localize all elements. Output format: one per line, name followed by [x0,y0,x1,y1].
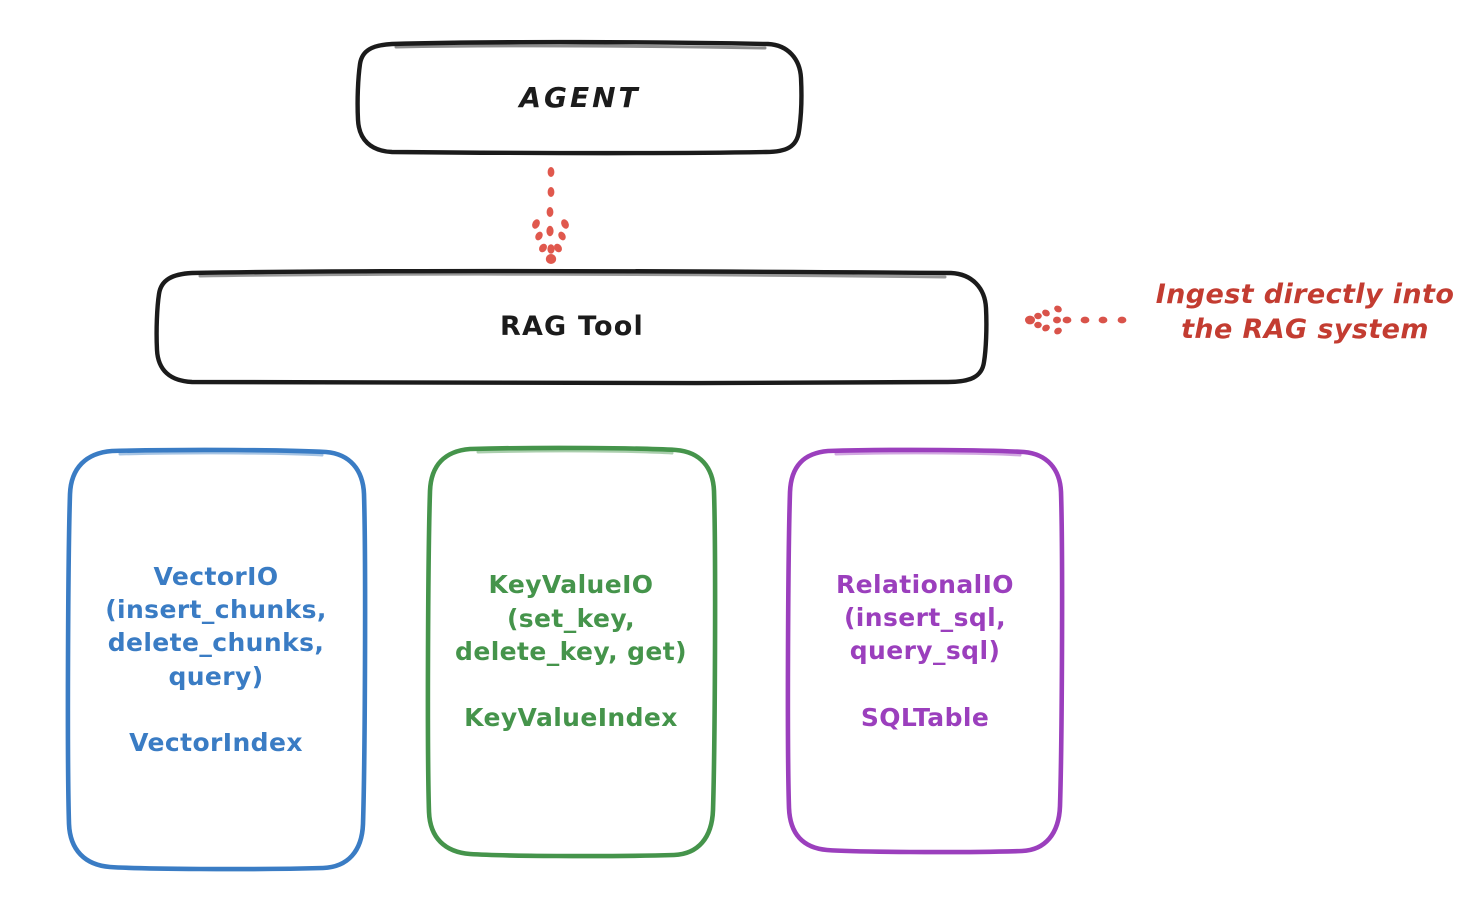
node-vector-io[interactable]: VectorIO (insert_chunks, delete_chunks, … [68,449,364,870]
node-key-value-io[interactable]: KeyValueIO (set_key, delete_key, get) Ke… [428,447,714,856]
annotation-ingest-note: Ingest directly into the RAG system [1155,279,1455,346]
agent-box-outline [355,39,804,156]
node-relational-io[interactable]: RelationalIO (insert_sql, query_sql) SQL… [789,449,1061,853]
key-value-io-box-outline [425,445,718,859]
node-key-value-io-label: KeyValueIO (set_key, delete_key, get) Ke… [455,570,687,733]
node-relational-io-label: RelationalIO (insert_sql, query_sql) SQL… [836,569,1014,732]
relational-io-box-outline [785,447,1065,855]
node-agent-label: AGENT [519,80,641,114]
node-agent[interactable]: AGENT [358,42,802,154]
agent-to-rag-tool-arrow [532,167,569,264]
ingest-note-arrow [1025,305,1127,335]
rag-tool-box-outline [154,268,989,386]
node-rag-tool[interactable]: RAG Tool [157,271,987,383]
node-vector-io-label: VectorIO (insert_chunks, delete_chunks, … [105,561,327,757]
node-rag-tool-label: RAG Tool [499,311,645,343]
vector-io-box-outline [65,447,368,872]
